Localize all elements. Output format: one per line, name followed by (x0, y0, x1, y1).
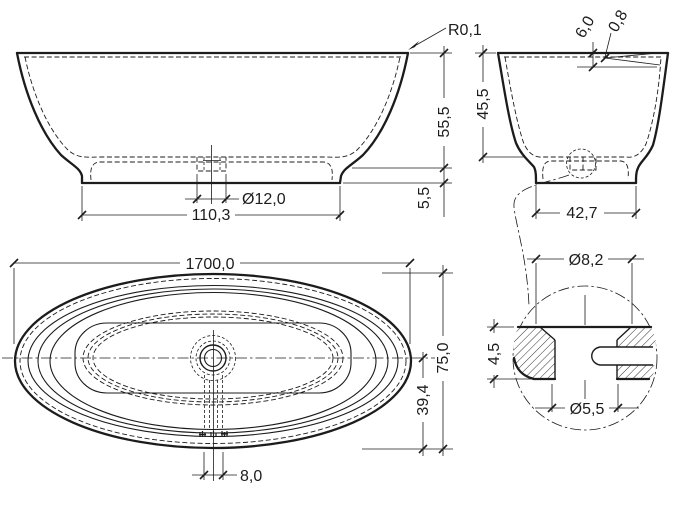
detail-hatch-lower-right-block (617, 365, 656, 379)
dim-drain-dia-lines (185, 174, 239, 203)
dim-drain-axis-mask (415, 378, 431, 422)
dim-base-length-ticks (77, 210, 345, 220)
detail-side-outlet-slot (591, 346, 653, 366)
front-left-wall (15, 51, 84, 185)
dim-base-length-mask (187, 207, 235, 223)
dim-hole-dia-ticks (547, 403, 623, 413)
dim-overflow-label: 8,0 (240, 468, 262, 485)
dim-overflow-ticks (199, 470, 228, 480)
dim-countersink-label: Ø8,2 (569, 252, 604, 269)
side-right-wall (634, 51, 670, 185)
plan-rim-hidden-contour (19, 278, 407, 444)
dim-base-width-mask (560, 205, 604, 221)
detail-view: Ø8,2 4,5 Ø5,5 (486, 251, 658, 431)
front-view: Ø12,0 110,3 55,5 5,5 R0,1 (15, 22, 482, 224)
dim-width-label: 75,0 (435, 342, 452, 373)
plan-bowl-top-contour (49, 291, 377, 431)
plan-outer-rim (13, 272, 413, 450)
dim-corner-radius-label: R0,1 (448, 22, 482, 39)
drain-hidden-circle-1 (195, 340, 231, 376)
dim-base-width-ticks (531, 208, 641, 218)
dim-rim-edge-tick (600, 53, 610, 63)
dim-length-ticks (9, 258, 415, 268)
detail-hatch-left-block (513, 327, 555, 379)
overflow-marks (199, 431, 228, 438)
dim-height-label: 55,5 (436, 106, 453, 137)
dim-base-height-label: 5,5 (416, 187, 433, 209)
detail-boundary-circle (512, 285, 658, 431)
detail-foot-curve (512, 356, 536, 381)
dim-overflow-lines (192, 452, 237, 480)
front-floor-hidden (90, 161, 333, 181)
dim-depth-ticks (478, 48, 488, 162)
dim-countersink-mask (564, 251, 608, 267)
detail-leader-line (513, 174, 570, 307)
front-drain-inner-hidden (203, 157, 221, 171)
plan-slope-hidden-contour-3 (92, 316, 334, 400)
dim-thickness-mask (486, 333, 502, 375)
dim-width-ticks (438, 268, 448, 454)
dim-drain-diameter-label: Ø12,0 (242, 191, 286, 208)
detail-countersink-chamfers (539, 326, 632, 341)
dim-height-ticks (439, 48, 449, 188)
dim-rim-inset-label: 6,0 (573, 13, 599, 41)
radius-leader-line (410, 27, 447, 49)
front-right-wall (338, 51, 410, 185)
dim-base-length-label: 110,3 (192, 207, 231, 224)
dim-base-width-label: 42,7 (566, 205, 597, 222)
drain-hidden-circle-2 (190, 335, 236, 381)
front-drain-centerline (203, 145, 221, 204)
detail-hatch-upper-right-block (617, 327, 656, 347)
side-left-wall (496, 51, 538, 185)
dim-drain-axis-label: 39,4 (415, 384, 432, 415)
front-inner-shell-hidden (24, 56, 401, 158)
dim-thickness-ticks (489, 322, 499, 384)
dim-rim-inset-lines (577, 42, 657, 68)
dim-length-label: 1700,0 (186, 256, 235, 273)
front-drain-recess-hidden (196, 157, 227, 172)
dim-countersink-ticks (531, 254, 637, 264)
dim-hole-dia-label: Ø5,5 (570, 401, 605, 418)
dim-rim-edge-lines (604, 32, 661, 66)
overflow-channel-hidden (204, 375, 223, 428)
dim-rim-inset-ticks (588, 48, 598, 72)
dim-height-lines (343, 46, 452, 217)
side-drain-recess-hidden (569, 157, 597, 171)
detail-hole-walls (554, 340, 618, 379)
dim-hole-dia-mask (565, 400, 609, 416)
dim-width-mask (435, 336, 451, 381)
dim-height-mask (436, 98, 452, 146)
plan-view: 1700,0 75,0 39,4 8,0 (2, 255, 453, 485)
dim-rim-edge-label: 0,8 (606, 7, 632, 35)
dim-drain-dia-ticks (192, 194, 231, 204)
dim-depth-mask (475, 82, 491, 127)
dim-length-mask (180, 255, 240, 271)
leader-arrowhead-icon (408, 41, 419, 50)
detail-marker-circle (566, 148, 596, 179)
side-inner-shell-hidden (504, 56, 662, 158)
plan-rim-inner-contour-2 (37, 288, 389, 434)
dim-depth-label: 45,5 (475, 88, 492, 119)
dim-drain-axis-ticks (418, 353, 428, 454)
side-floor-hidden (542, 160, 629, 180)
dim-thickness-label: 4,5 (486, 343, 503, 365)
